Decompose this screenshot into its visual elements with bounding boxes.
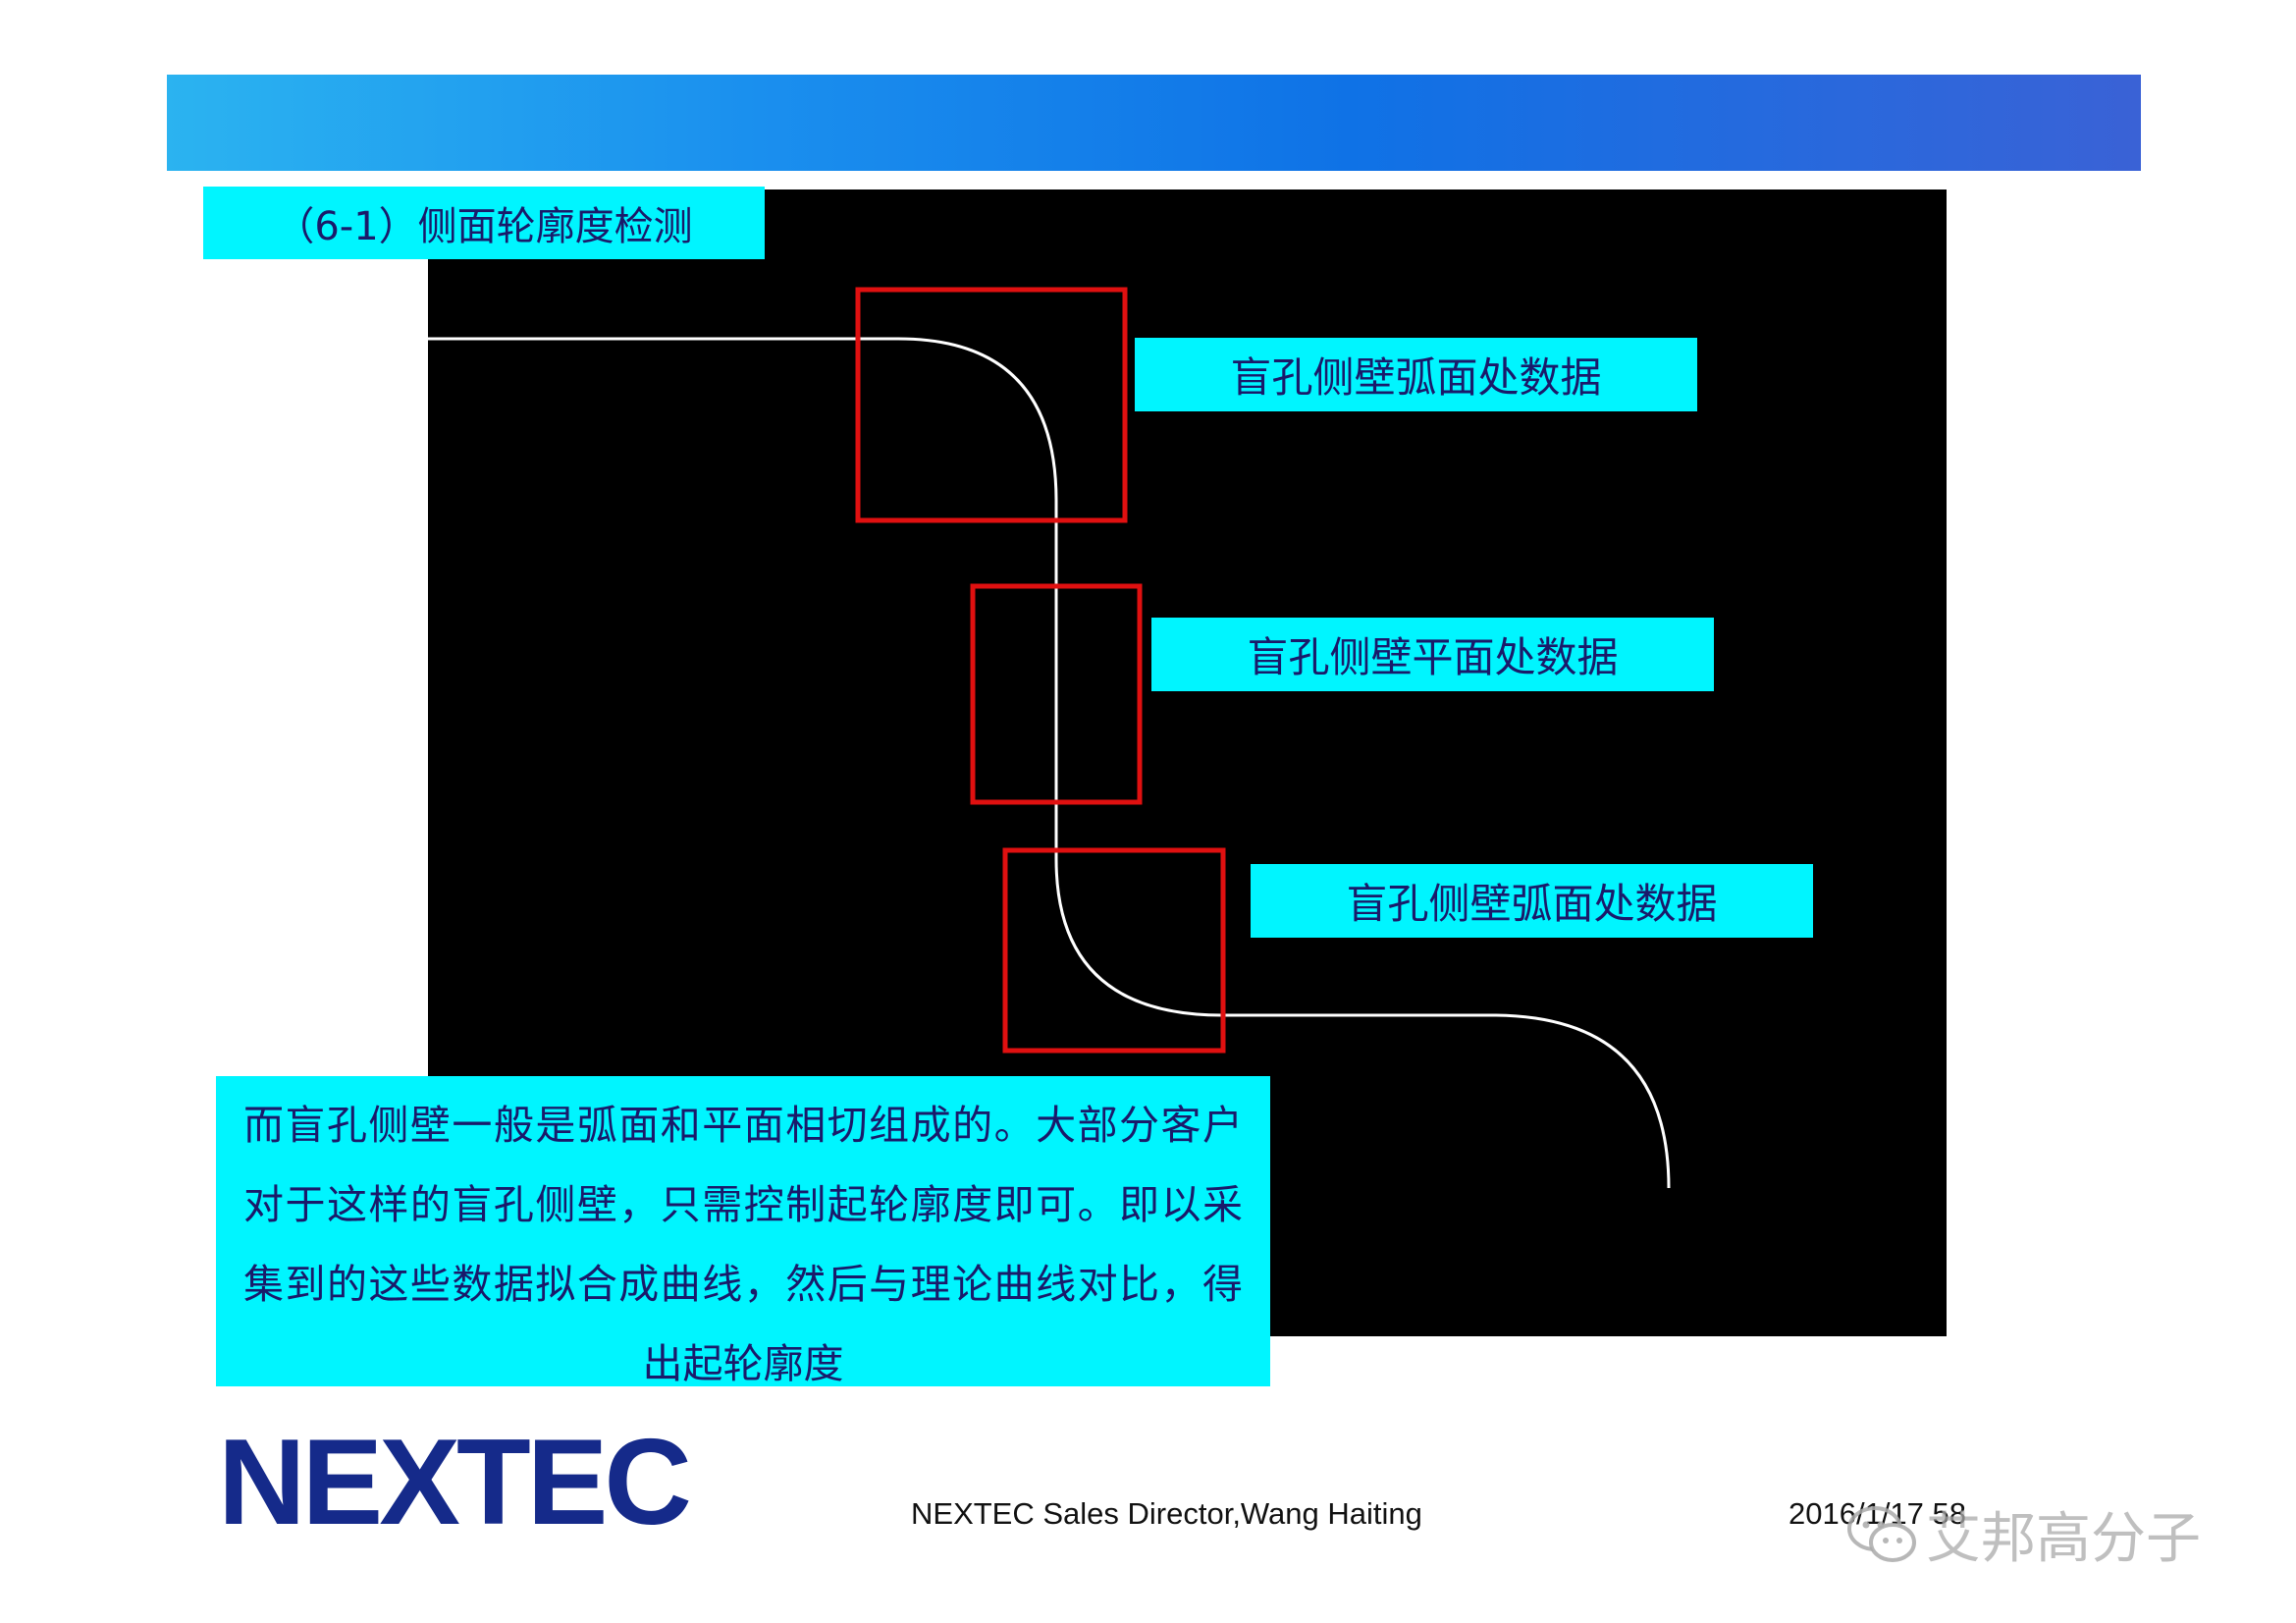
footer-author: NEXTEC Sales Director,Wang Haiting xyxy=(911,1496,1422,1531)
slide-title: （6-1）侧面轮廓度检测 xyxy=(203,187,765,259)
watermark: 艾邦高分子 xyxy=(1845,1494,2201,1574)
footer-date-page: 2016/1/17 58 xyxy=(1789,1496,1967,1531)
header-bar xyxy=(167,75,2141,171)
wechat-icon xyxy=(1847,1505,1916,1562)
label-arc-top: 盲孔侧壁弧面处数据 xyxy=(1135,338,1697,411)
description-text: 而盲孔侧壁一般是弧面和平面相切组成的。大部分客户对于这样的盲孔侧壁，只需控制起轮… xyxy=(243,1102,1243,1387)
description-box: 而盲孔侧壁一般是弧面和平面相切组成的。大部分客户对于这样的盲孔侧壁，只需控制起轮… xyxy=(216,1076,1270,1387)
label-plane: 盲孔侧壁平面处数据 xyxy=(1151,618,1714,691)
watermark-text: 艾邦高分子 xyxy=(1926,1507,2201,1571)
label-arc-bottom: 盲孔侧壁弧面处数据 xyxy=(1251,864,1813,938)
nextec-logo: NEXTEC xyxy=(218,1415,692,1550)
